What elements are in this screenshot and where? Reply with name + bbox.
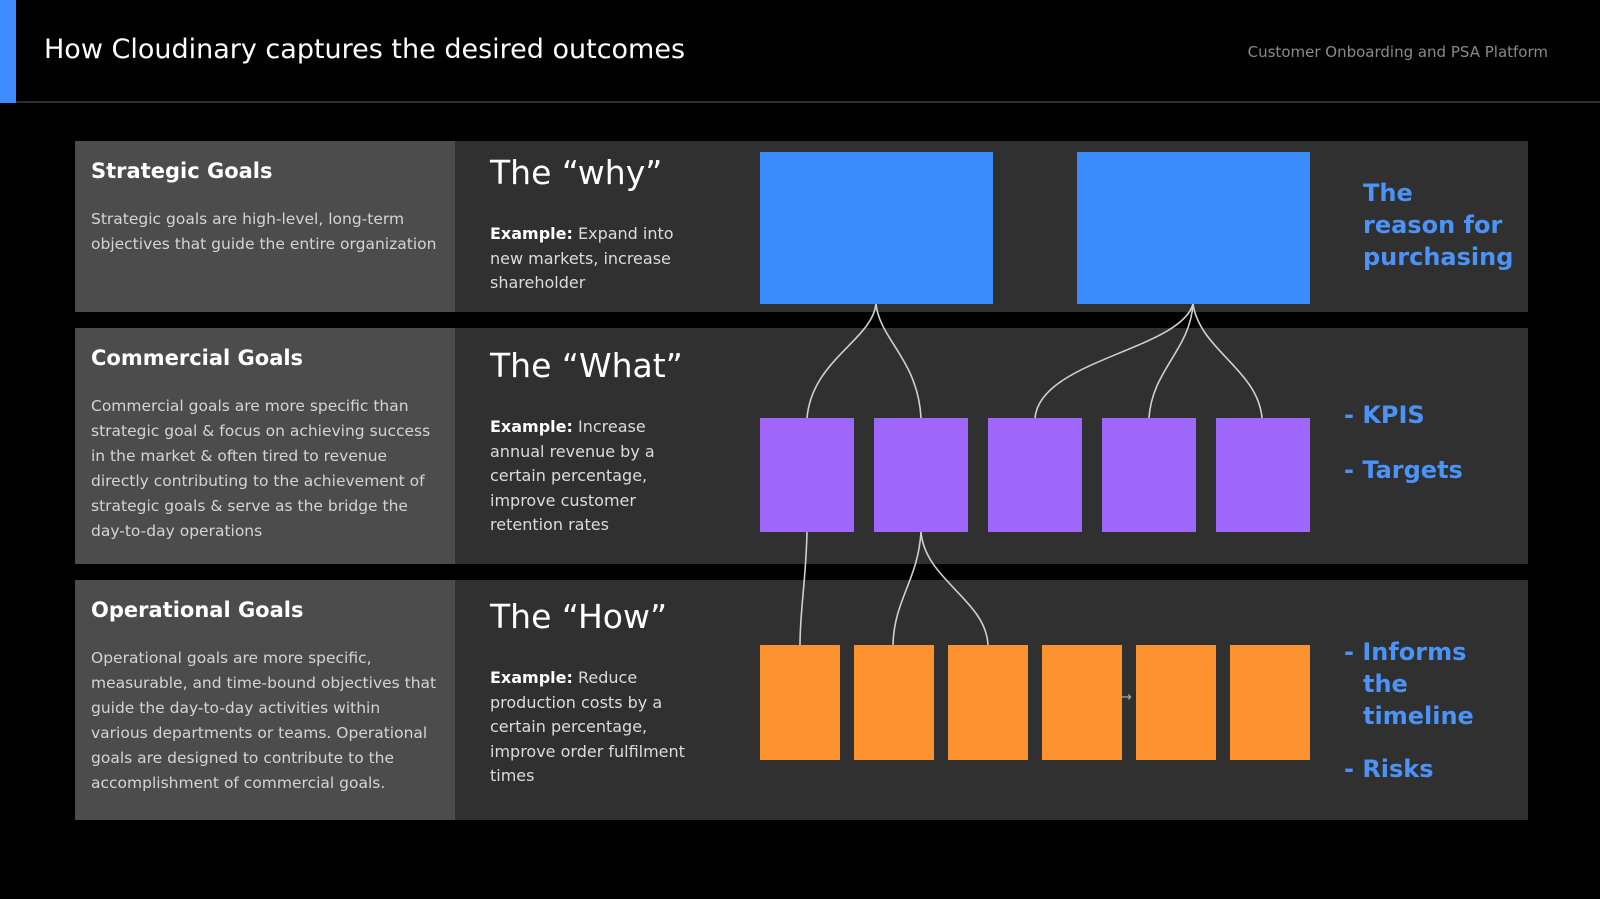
note-informs: - Informs — [1344, 638, 1467, 666]
commercial-goals-panel: Commercial Goals Commercial goals are mo… — [75, 328, 455, 564]
commercial-example-text: Increase annual revenue by a certain per… — [490, 417, 655, 534]
strategic-example-text: Expand into new markets, increase shareh… — [490, 224, 674, 292]
operational-box-6 — [1230, 645, 1310, 760]
operational-goals-description: Operational goals are more specific, mea… — [91, 649, 437, 792]
note-purchasing: purchasing — [1363, 243, 1514, 271]
commercial-box-5 — [1216, 418, 1310, 532]
note-kpis: - KPIS — [1344, 401, 1425, 429]
operational-box-4 — [1042, 645, 1122, 760]
strategic-example-prefix: Example: — [490, 224, 573, 243]
operational-goals-panel: Operational Goals Operational goals are … — [75, 580, 455, 820]
operational-box-5 — [1136, 645, 1216, 760]
note-the-2: the — [1363, 670, 1408, 698]
commercial-box-2 — [874, 418, 968, 532]
note-the: The — [1363, 179, 1413, 207]
operational-example: Example: Reduce production costs by a ce… — [490, 666, 700, 789]
commercial-goals-description: Commercial goals are more specific than … — [91, 397, 431, 540]
what-heading: The “What” — [490, 346, 683, 385]
note-targets: - Targets — [1344, 456, 1463, 484]
operational-box-2 — [854, 645, 934, 760]
strategic-box-2 — [1077, 152, 1310, 304]
operational-box-3 — [948, 645, 1028, 760]
header-divider — [16, 101, 1600, 103]
why-heading: The “why” — [490, 153, 663, 192]
operational-goals-title: Operational Goals — [91, 598, 304, 622]
commercial-example: Example: Increase annual revenue by a ce… — [490, 415, 700, 538]
commercial-goals-title: Commercial Goals — [91, 346, 304, 370]
operational-example-text: Reduce production costs by a certain per… — [490, 668, 685, 785]
strategic-example: Example: Expand into new markets, increa… — [490, 222, 700, 296]
strategic-goals-title: Strategic Goals — [91, 159, 273, 183]
operational-box-1 — [760, 645, 840, 760]
note-reason-for: reason for — [1363, 211, 1503, 239]
how-heading: The “How” — [490, 597, 668, 636]
commercial-box-1 — [760, 418, 854, 532]
note-risks: - Risks — [1344, 755, 1434, 783]
strategic-goals-panel: Strategic Goals Strategic goals are high… — [75, 141, 455, 312]
commercial-box-4 — [1102, 418, 1196, 532]
page-subtitle: Customer Onboarding and PSA Platform — [1247, 43, 1548, 61]
strategic-goals-description: Strategic goals are high-level, long-ter… — [91, 210, 437, 253]
commercial-example-prefix: Example: — [490, 417, 573, 436]
operational-example-prefix: Example: — [490, 668, 573, 687]
page-title: How Cloudinary captures the desired outc… — [44, 34, 686, 65]
header-accent-bar — [0, 0, 16, 103]
commercial-box-3 — [988, 418, 1082, 532]
note-timeline: timeline — [1363, 702, 1474, 730]
arrow-right-icon: → — [1121, 690, 1132, 705]
strategic-box-1 — [760, 152, 993, 304]
